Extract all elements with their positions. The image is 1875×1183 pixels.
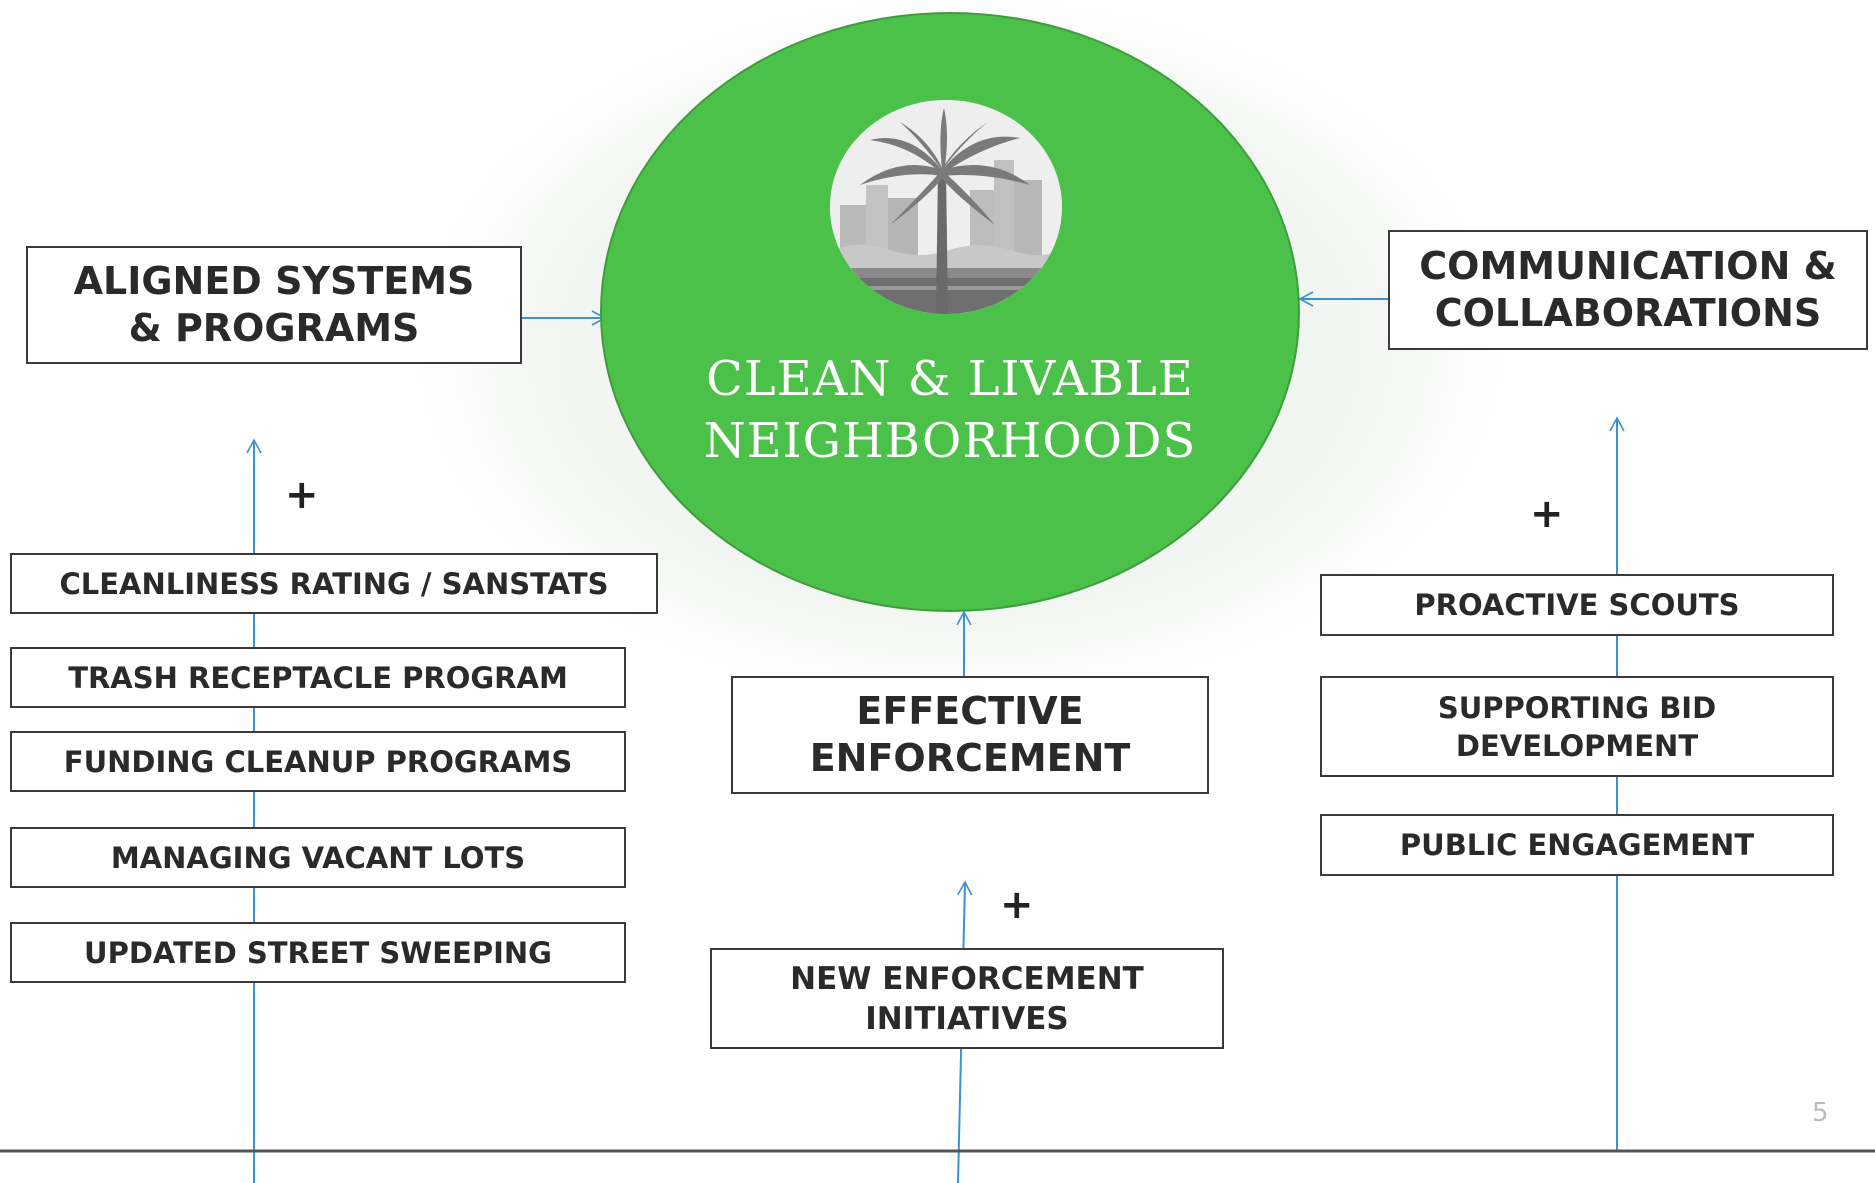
effective-enforcement-heading-text: EFFECTIVE ENFORCEMENT: [809, 689, 1131, 780]
palm-tree-skyline-icon: [830, 100, 1062, 314]
effective-enforcement-heading: EFFECTIVE ENFORCEMENT: [731, 676, 1209, 794]
left-item-1-text: CLEANLINESS RATING / SANSTATS: [59, 566, 609, 601]
aligned-systems-heading-text: ALIGNED SYSTEMS & PROGRAMS: [73, 259, 475, 350]
center-title: CLEAN & LIVABLE NEIGHBORHOODS: [640, 348, 1260, 472]
right-item-2-text: SUPPORTING BID DEVELOPMENT: [1437, 690, 1717, 763]
right-plus-sign: +: [1530, 491, 1564, 537]
left-plus-sign: +: [285, 472, 319, 518]
middle-plus-sign: +: [1000, 882, 1034, 928]
page-number: 5: [1812, 1098, 1829, 1128]
right-item-1-text: PROACTIVE SCOUTS: [1414, 588, 1740, 622]
right-item-3-text: PUBLIC ENGAGEMENT: [1399, 828, 1755, 862]
middle-item-1: NEW ENFORCEMENT INITIATIVES: [710, 948, 1224, 1049]
left-item-2: TRASH RECEPTACLE PROGRAM: [10, 647, 626, 708]
center-title-line-1: CLEAN & LIVABLE: [706, 351, 1194, 407]
communication-heading-text: COMMUNICATION & COLLABORATIONS: [1419, 244, 1837, 335]
middle-item-1-text: NEW ENFORCEMENT INITIATIVES: [790, 960, 1144, 1037]
right-item-3: PUBLIC ENGAGEMENT: [1320, 814, 1834, 876]
left-item-3: FUNDING CLEANUP PROGRAMS: [10, 731, 626, 792]
left-item-1: CLEANLINESS RATING / SANSTATS: [10, 553, 658, 614]
left-item-5-text: UPDATED STREET SWEEPING: [84, 935, 552, 970]
aligned-systems-heading: ALIGNED SYSTEMS & PROGRAMS: [26, 246, 522, 364]
center-title-line-2: NEIGHBORHOODS: [703, 413, 1197, 469]
left-item-4: MANAGING VACANT LOTS: [10, 827, 626, 888]
left-item-3-text: FUNDING CLEANUP PROGRAMS: [63, 744, 573, 779]
right-item-1: PROACTIVE SCOUTS: [1320, 574, 1834, 636]
left-item-4-text: MANAGING VACANT LOTS: [110, 840, 526, 875]
left-item-2-text: TRASH RECEPTACLE PROGRAM: [68, 660, 568, 695]
communication-heading: COMMUNICATION & COLLABORATIONS: [1388, 230, 1868, 350]
left-item-5: UPDATED STREET SWEEPING: [10, 922, 626, 983]
right-item-2: SUPPORTING BID DEVELOPMENT: [1320, 676, 1834, 777]
